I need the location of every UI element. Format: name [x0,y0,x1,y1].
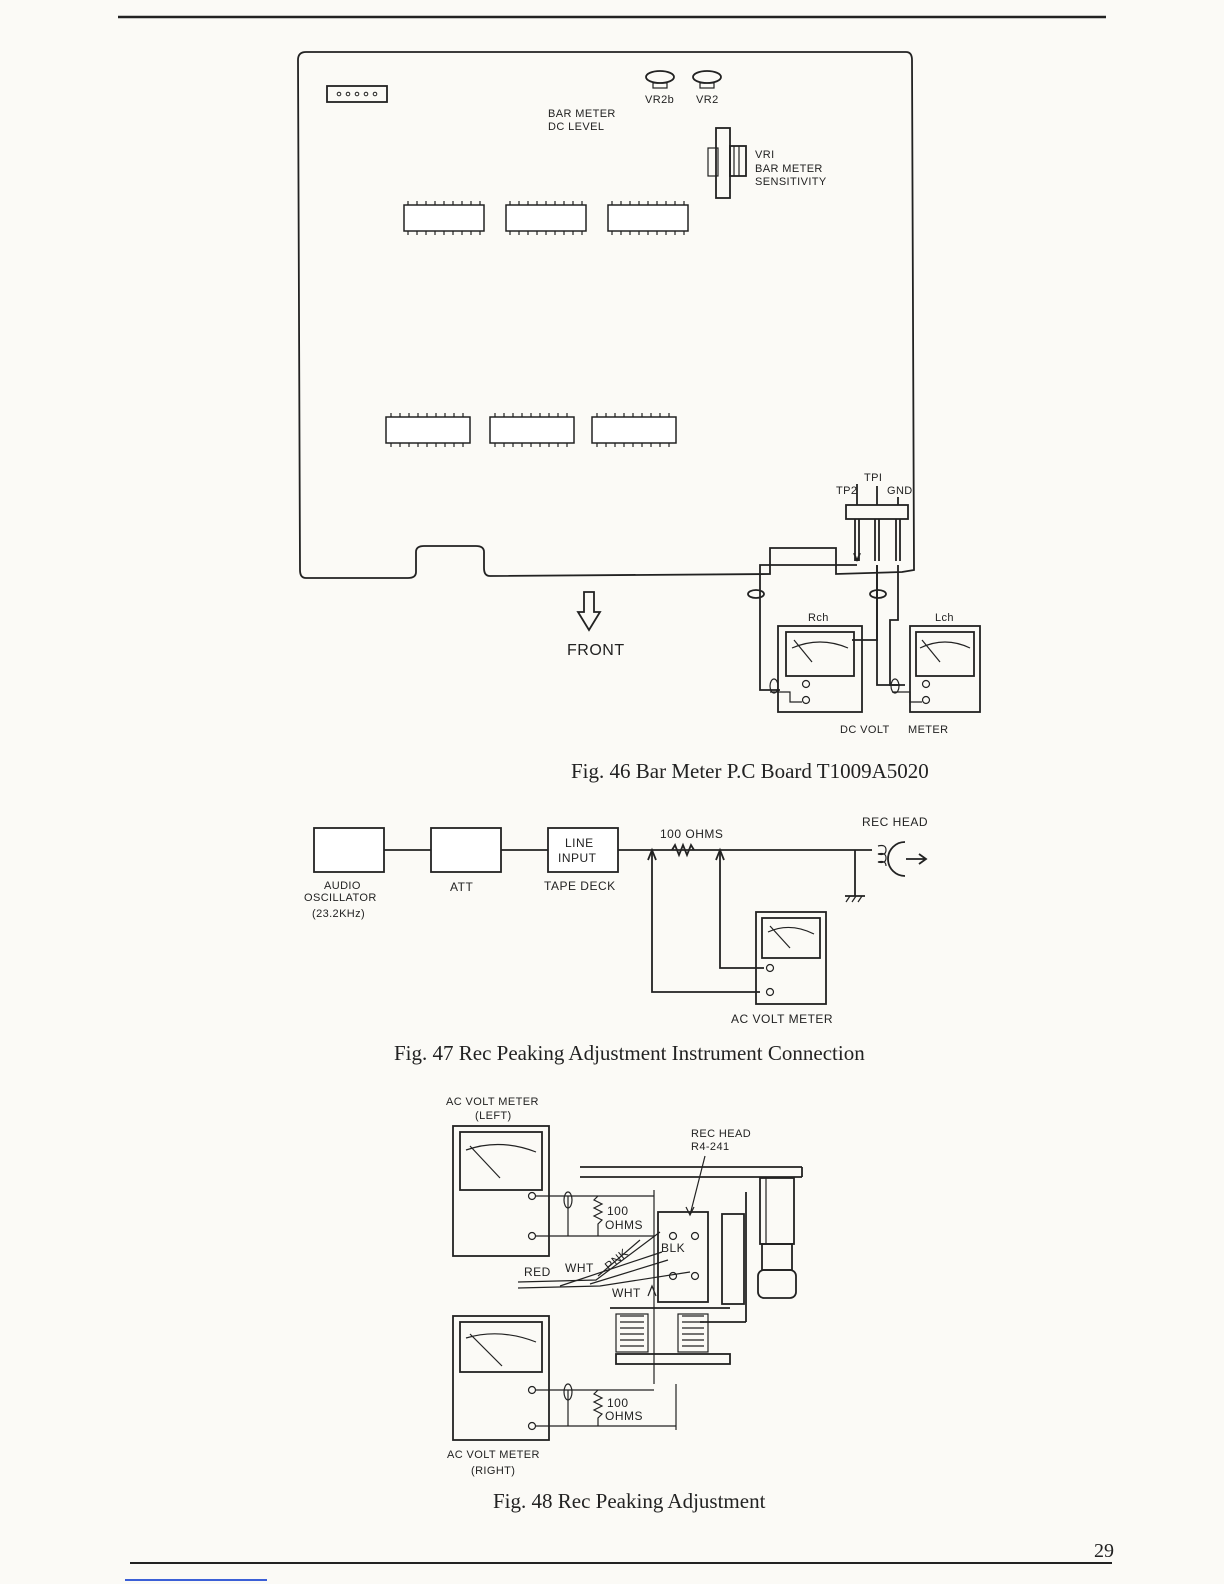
tape-deck-line-input-box [547,827,619,873]
fig46-diagram: VR2b VR2 BAR METER DC LEVEL VRI BAR METE… [297,51,981,736]
lch-label: Lch [935,612,954,624]
fig48-caption: Fig. 48 Rec Peaking Adjustment [493,1489,766,1513]
wht-label-1: WHT [565,1261,594,1275]
vr2b-label: VR2b [645,94,674,106]
vr1-desc-1: BAR METER [755,163,823,175]
ic-chips-top [403,201,689,235]
right-meter-wiring [536,1383,676,1427]
wht-label-2: WHT [612,1286,641,1300]
page-number: 29 [1094,1540,1114,1562]
rec-head-icon [845,841,928,903]
ic-chips-bottom [385,413,677,447]
tp2-label: TP2 [836,485,857,497]
ohms-top-1: 100 [607,1204,629,1218]
rec-head-label: REC HEAD [862,815,928,829]
bar-meter-dc-label-2: DC LEVEL [548,121,604,133]
rec-head-pointer [685,1155,706,1217]
audio-oscillator-box [313,827,385,873]
fig48-diagram: AC VOLT METER (LEFT) 100 OHMS REC HEAD R… [446,1096,803,1477]
fig47-probe-wires [647,847,764,993]
test-point-leads [853,484,901,562]
input-label: INPUT [558,851,597,865]
rch-label: Rch [808,612,829,624]
vr2b-trimmer [645,70,675,89]
rch-dc-volt-meter [769,625,863,713]
vr2-trimmer [692,70,722,89]
meter-label: METER [908,724,949,736]
right-meter-label-1: AC VOLT METER [447,1449,540,1461]
connector-pins [336,91,378,97]
probe-wires [747,564,905,691]
resistor-symbol [671,842,695,858]
tp1-label: TPI [864,472,882,484]
blk-label: BLK [661,1241,685,1255]
fig48-cable-wires [517,1231,691,1297]
dc-volt-label: DC VOLT [840,724,890,736]
audio-oscillator-label-3: (23.2KHz) [312,908,365,920]
fig47-caption: Fig. 47 Rec Peaking Adjustment Instrumen… [394,1041,865,1065]
rec-head-assembly [580,1166,803,1430]
right-meter-label-2: (RIGHT) [471,1465,515,1477]
audio-oscillator-label-1: AUDIO [324,880,361,892]
left-ac-volt-meter [452,1125,550,1257]
fig46-caption: Fig. 46 Bar Meter P.C Board T1009A5020 [571,759,929,783]
pc-board-outline [297,51,915,579]
vr2-label: VR2 [696,94,719,106]
bar-meter-dc-label-1: BAR METER [548,108,616,120]
left-meter-label-2: (LEFT) [475,1110,512,1122]
att-label: ATT [450,880,473,894]
vr1-label: VRI [755,149,775,161]
tape-deck-label: TAPE DECK [544,879,616,893]
ohms-bot-2: OHMS [605,1409,643,1423]
ac-volt-meter-fig47 [755,911,827,1005]
rec-head-label-2: R4-241 [691,1141,729,1153]
pnk-label: PNK [602,1246,631,1274]
gnd-label: GND [887,485,913,497]
red-label: RED [524,1265,551,1279]
ohms-label: 100 OHMS [660,827,723,841]
fig47-diagram: LINE INPUT AUDIO OSCILLATOR (23.2KHz) AT… [304,815,928,1026]
vr1-desc-2: SENSITIVITY [755,176,827,188]
ohms-top-2: OHMS [605,1218,643,1232]
att-box [430,827,502,873]
front-arrow-icon [576,591,602,632]
audio-oscillator-label-2: OSCILLATOR [304,892,377,904]
right-ac-volt-meter [452,1315,550,1441]
left-meter-label-1: AC VOLT METER [446,1096,539,1108]
board-connector [326,85,388,103]
lch-dc-volt-meter [890,625,981,713]
line-label: LINE [565,836,594,850]
ac-volt-meter-label: AC VOLT METER [731,1012,833,1026]
left-meter-wiring [536,1191,654,1237]
ohms-bot-1: 100 [607,1396,629,1410]
rec-head-label-1: REC HEAD [691,1128,751,1140]
test-point-block [845,504,909,520]
front-label: FRONT [567,642,625,659]
vr1-potentiometer [707,127,747,199]
